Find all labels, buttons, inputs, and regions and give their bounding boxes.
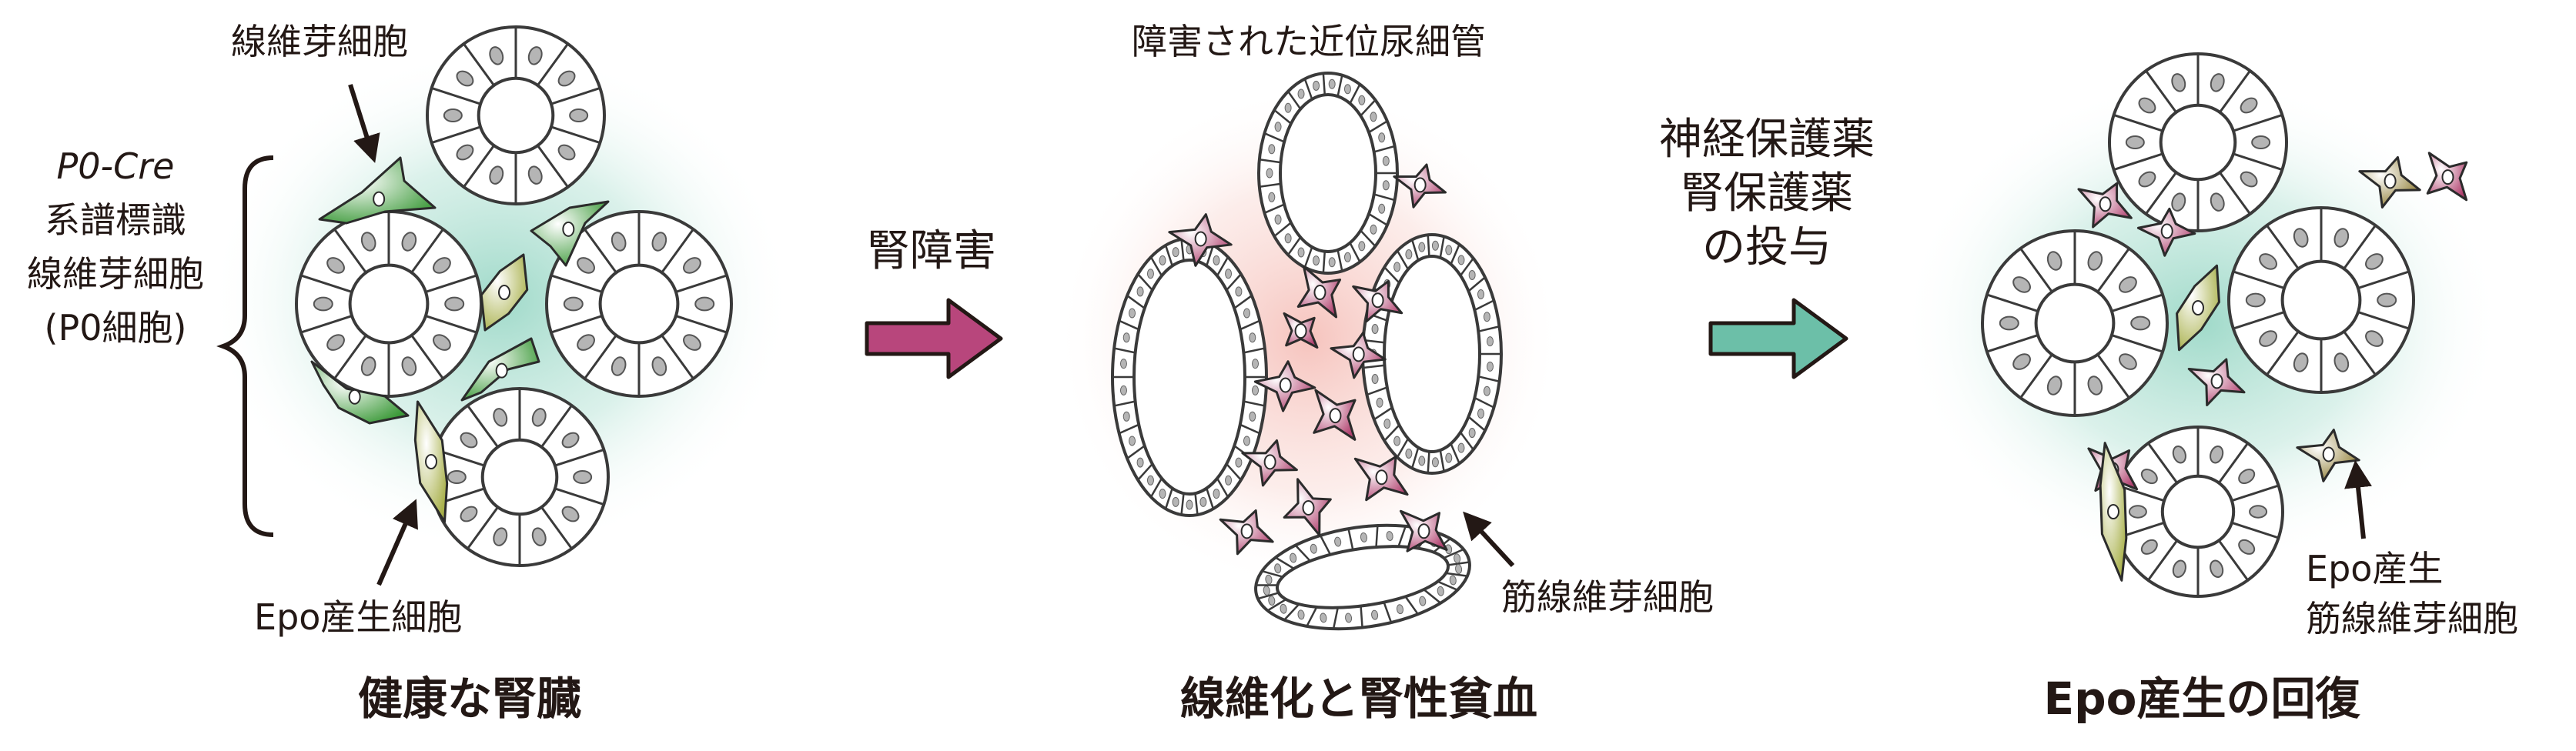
tubule-top — [426, 25, 606, 205]
injury-arrow-shape — [865, 298, 1003, 379]
myofibroblast-pink — [1399, 509, 1448, 552]
myofibroblast-pink — [1313, 389, 1357, 441]
treatment-label-line2: 腎保護薬 — [1681, 169, 1853, 219]
damaged-tubule-right — [1361, 233, 1503, 475]
epo-producing-myofibroblasts — [2077, 152, 2468, 582]
fibroblast-green — [310, 360, 410, 425]
healthy-tubules — [295, 25, 733, 567]
recovery-label-line2: 筋線維芽細胞 — [2306, 598, 2518, 639]
myofibroblast-pink — [1283, 312, 1319, 349]
arrow-injury: 腎障害 — [865, 226, 1003, 379]
recovery-label-line1: Epo産生 — [2306, 548, 2443, 589]
damaged-tubule-bottom — [1254, 523, 1471, 631]
panel-recovery-title: Epo産生の回復 — [2044, 673, 2361, 725]
epo-myofibroblast — [2296, 429, 2360, 482]
myofibroblast-pointer — [1463, 511, 1515, 568]
treatment-arrow-shape — [1708, 298, 1848, 379]
myofibroblast-pink — [1296, 265, 1342, 319]
recovery-pointer — [2344, 459, 2372, 539]
myofibroblast-pink — [1241, 439, 1298, 487]
bracket — [216, 155, 274, 537]
recovered-tubule-bottom — [2112, 426, 2284, 598]
myofibroblast-pink — [1393, 163, 1447, 209]
damaged-tubule-label: 障害された近位尿細管 — [1132, 21, 1486, 62]
myofibroblast-pink — [1330, 332, 1387, 379]
bracket-label-line2: 系譜標識 — [45, 199, 186, 241]
injury-label: 腎障害 — [867, 226, 996, 276]
epo-cell-yellow — [413, 400, 449, 523]
recovered-tubule-left — [1981, 229, 2169, 417]
treatment-label-line1: 神経保護薬 — [1659, 115, 1875, 165]
epo-myofibroblast — [2187, 358, 2246, 407]
myofibroblast-pink — [1253, 360, 1316, 412]
myofibroblasts — [1168, 163, 1448, 556]
epo-cell-label: Epo産生細胞 — [254, 596, 462, 638]
epo-cell-yellow — [480, 253, 529, 332]
myofibroblast-pink — [1353, 456, 1409, 502]
damaged-tubules — [1111, 72, 1503, 631]
fibroblast-pointer — [348, 84, 380, 163]
fibroblast-label: 線維芽細胞 — [231, 21, 408, 62]
tubule-left — [295, 210, 483, 398]
arrow-treatment: 神経保護薬 腎保護薬 の投与 — [1659, 115, 1875, 379]
epo-cell-yellow — [2099, 442, 2128, 582]
epo-myofibroblast — [2136, 207, 2196, 257]
tubule-right — [545, 210, 733, 398]
panel-fibrosis: 障害された近位尿細管 筋線維芽細胞 線維化と腎性貧血 — [1055, 21, 1714, 725]
damaged-tubule-top — [1257, 72, 1399, 275]
bracket-label-line4: (P0細胞) — [45, 307, 187, 349]
panel-fibrosis-title: 線維化と腎性貧血 — [1180, 673, 1537, 725]
bracket-label-line1: P0-Cre — [57, 145, 175, 187]
bracket-label-line3: 線維芽細胞 — [27, 253, 204, 295]
tubule-bottom — [430, 387, 610, 567]
epo-myofibroblast — [2426, 152, 2468, 202]
epo-myofibroblast — [2077, 182, 2133, 229]
myofibroblast-pink — [1168, 213, 1233, 267]
fibroblast-green — [318, 156, 437, 225]
panel-healthy-title: 健康な腎臓 — [358, 673, 581, 725]
epo-cell-pointer — [376, 499, 418, 586]
fibroblast-green — [530, 200, 610, 267]
healthy-fibroblasts — [310, 156, 610, 523]
panel-healthy: 線維芽細胞 P0-Cre 系譜標識 線維芽細胞 (P0細胞) Epo産生細胞 健… — [27, 21, 793, 725]
epo-cell-yellow — [2176, 264, 2220, 352]
recovered-tubules — [1981, 52, 2415, 598]
treatment-label-line3: の投与 — [1702, 222, 1832, 272]
myofibroblast-pink — [1283, 478, 1332, 536]
myofibroblast-label: 筋線維芽細胞 — [1501, 576, 1714, 618]
myofibroblast-pink — [1352, 279, 1403, 323]
recovered-tubule-right — [2227, 206, 2415, 394]
fibroblast-green — [460, 337, 540, 402]
panel-recovery: Epo産生 筋線維芽細胞 Epo産生の回復 — [1902, 52, 2518, 725]
epo-myofibroblast — [2358, 155, 2421, 209]
recovered-tubule-top — [2108, 52, 2288, 232]
damaged-tubule-left — [1111, 237, 1268, 517]
myofibroblast-pink — [1219, 509, 1274, 556]
